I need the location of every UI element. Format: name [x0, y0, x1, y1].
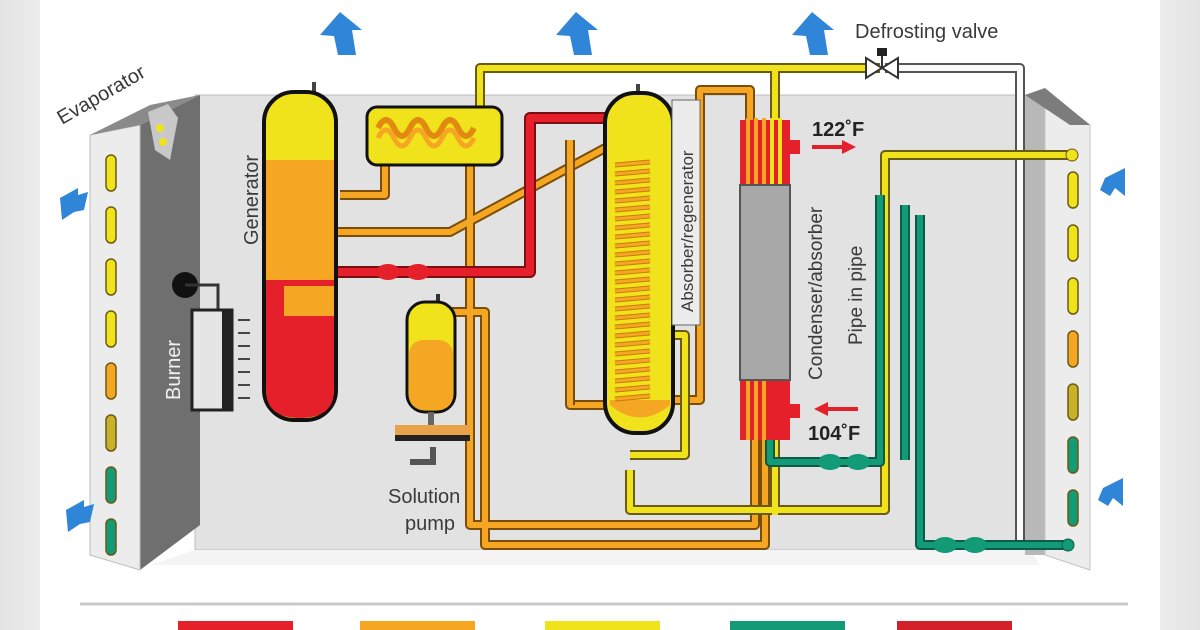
page-margin-left — [0, 0, 40, 630]
coil-turn-highlight — [614, 250, 651, 257]
air-arrow-up-icon — [556, 12, 598, 55]
air-arrow-right-icon — [60, 188, 88, 220]
floor-panel — [150, 550, 1040, 565]
coil-turn-highlight — [614, 358, 651, 365]
evaporator-slot — [1067, 171, 1079, 209]
absorber-coil — [614, 159, 651, 402]
evaporator-left-slots — [105, 154, 117, 556]
rectifier-heat-exchanger — [365, 105, 504, 167]
label-defrosting-valve: Defrosting valve — [855, 21, 998, 43]
air-arrow-up-icon — [320, 12, 362, 55]
coil-turn-highlight — [614, 259, 651, 266]
evaporator-slot — [1067, 330, 1079, 368]
legend — [178, 621, 1012, 630]
legend-swatch — [897, 621, 1012, 630]
label-generator: Generator — [241, 155, 263, 245]
legend-swatch — [545, 621, 660, 630]
coil-turn-highlight — [614, 214, 651, 221]
legend-swatch — [360, 621, 475, 630]
coil-turn-highlight — [614, 160, 651, 167]
valves — [376, 48, 987, 553]
coil-turn-highlight — [614, 205, 651, 212]
flow-arrow-in-icon — [814, 402, 858, 416]
coil-turn-highlight — [614, 268, 651, 275]
label-condenser-absorber: Condenser/absorber — [806, 206, 827, 380]
flow-arrow-out-icon — [812, 140, 856, 154]
defrosting-valve-icon — [865, 48, 899, 80]
air-arrows — [60, 12, 1125, 532]
coil-turn-highlight — [614, 349, 651, 356]
legend-swatch — [178, 621, 293, 630]
evaporator-slot — [1067, 277, 1079, 315]
label-temp-in: 104˚F — [808, 422, 860, 445]
evaporator-right-slots — [1067, 171, 1079, 527]
red-expansion-valve-icon — [376, 264, 430, 280]
evaporator-slot — [105, 414, 117, 452]
coil-turn-highlight — [614, 223, 651, 230]
coil-turn-highlight — [614, 286, 651, 293]
label-solution-pump-2: pump — [405, 513, 455, 535]
air-arrow-up-icon — [792, 12, 834, 55]
coil-turn-highlight — [614, 232, 651, 239]
label-burner: Burner — [163, 340, 185, 400]
label-solution-pump-1: Solution — [388, 486, 460, 508]
absorber-regenerator — [603, 84, 701, 435]
evaporator-slot — [1067, 436, 1079, 474]
coil-turn-highlight — [614, 367, 651, 374]
generator — [262, 82, 338, 422]
label-pipe-in-pipe: Pipe in pipe — [846, 246, 867, 345]
coil-turn-highlight — [614, 277, 651, 284]
evaporator-slot — [105, 466, 117, 504]
evaporator-slot — [1067, 383, 1079, 421]
air-arrow-left-icon — [1100, 168, 1125, 196]
evaporator-slot — [105, 258, 117, 296]
coil-turn-highlight — [614, 169, 651, 176]
coil-turn-highlight — [614, 196, 651, 203]
label-absorber-regenerator: Absorber/regenerator — [678, 150, 697, 312]
coil-turn-highlight — [614, 313, 651, 320]
evaporator-slot — [105, 362, 117, 400]
coil-turn-highlight — [614, 322, 651, 329]
label-temp-out: 122˚F — [812, 118, 864, 141]
coil-turn-highlight — [614, 187, 651, 194]
coil-turn-highlight — [614, 385, 651, 392]
coil-turn-highlight — [614, 340, 651, 347]
coil-turn-highlight — [614, 178, 651, 185]
legend-swatch — [730, 621, 845, 630]
evaporator-slot — [105, 206, 117, 244]
air-arrow-right-icon — [66, 500, 94, 532]
coil-turn-highlight — [614, 304, 651, 311]
solution-pump — [395, 294, 470, 465]
page-margin-right — [1160, 0, 1200, 630]
coil-turn-highlight — [614, 394, 651, 401]
evaporator-slot — [105, 518, 117, 556]
evaporator-slot — [105, 310, 117, 348]
coil-turn-highlight — [614, 295, 651, 302]
green-valve-icon — [818, 454, 987, 553]
snow-icon — [148, 104, 178, 160]
evaporator-left — [89, 95, 200, 571]
condenser-absorber — [739, 118, 800, 440]
coil-turn-highlight — [614, 376, 651, 383]
evaporator-slot — [1067, 224, 1079, 262]
evaporator-slot — [105, 154, 117, 192]
evaporator-slot — [1067, 489, 1079, 527]
air-arrow-left-icon — [1098, 478, 1123, 506]
evaporator-right — [1025, 88, 1091, 571]
coil-turn-highlight — [614, 331, 651, 338]
coil-turn-highlight — [614, 241, 651, 248]
burner — [172, 272, 250, 412]
